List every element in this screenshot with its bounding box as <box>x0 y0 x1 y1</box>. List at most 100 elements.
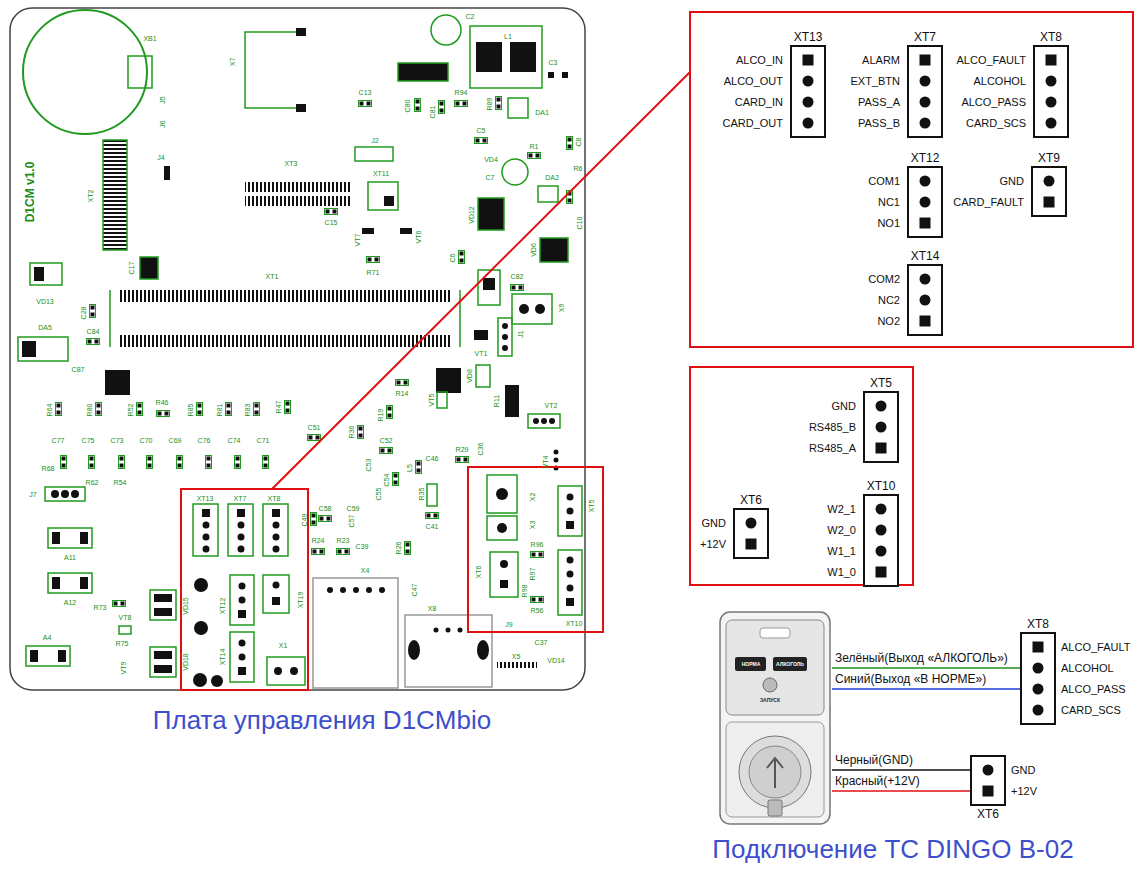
pcb-use <box>197 403 203 416</box>
pcb-circle <box>211 675 223 687</box>
block-title: XT8 <box>1040 30 1062 44</box>
pcb-rect <box>505 385 519 417</box>
part-label: R81 <box>216 404 223 417</box>
wire-label: Красный(+12V) <box>835 774 920 788</box>
pcb-rect <box>362 228 374 234</box>
terminal-block: XT13ALCO_INALCO_OUTCARD_INCARD_OUT <box>790 45 826 138</box>
pcb-circle <box>71 490 79 498</box>
pcb-rect <box>193 504 218 556</box>
pcb-use <box>56 403 62 416</box>
part-label: C2 <box>466 13 475 20</box>
part-label: VD13 <box>36 298 54 305</box>
pcb-use <box>311 513 317 526</box>
part-label: J5 <box>159 96 166 103</box>
terminal-block: XT14COM2NC2NO2 <box>907 264 943 336</box>
block-title: XT9 <box>1038 151 1060 165</box>
block-title: XT14 <box>911 249 940 263</box>
pcb-rect <box>768 800 782 816</box>
pcb-use <box>405 542 411 555</box>
pcb-rect <box>548 72 554 78</box>
part-label: R26 <box>395 542 402 555</box>
pcb-use <box>137 403 143 416</box>
pcb-rect <box>105 370 130 395</box>
figure-caption: Подключение ТС DINGO B-02 <box>712 836 1073 862</box>
part-label: C77 <box>52 437 65 444</box>
terminal-block: XT6GND+12V <box>970 755 1006 806</box>
part-label: X8 <box>428 605 437 612</box>
pcb-rect <box>128 56 152 88</box>
part-label: J1 <box>517 330 524 337</box>
pcb-rect <box>272 509 280 517</box>
part-label: C47 <box>411 584 418 597</box>
pcb-circle <box>51 490 59 498</box>
part-label: C87 <box>72 366 85 373</box>
pin-name: GND <box>1011 764 1035 777</box>
part-label: R14 <box>396 390 409 397</box>
part-label: XB1 <box>143 35 156 42</box>
pin-square <box>1046 55 1057 66</box>
part-label: R36 <box>348 426 355 439</box>
breathalyzer-device: НОРМААЛКОГОЛЬЗАПУСК <box>718 612 832 825</box>
pcb-use <box>426 513 439 519</box>
pcb-circle <box>496 488 508 500</box>
pin-name: COM1 <box>868 175 900 188</box>
part-label: X9 <box>558 304 565 313</box>
pcb-rect <box>296 28 306 36</box>
pcb-rect <box>150 590 176 620</box>
block-title: XT8 <box>1027 617 1049 631</box>
pin-name: ALCO_PASS <box>961 96 1026 109</box>
pcb-circle <box>763 678 777 692</box>
part-label: J2 <box>371 137 378 144</box>
pcb-use <box>61 456 67 469</box>
pcb-rect <box>10 8 585 690</box>
pin-name: CARD_OUT <box>722 117 783 130</box>
pcb-rect <box>181 489 308 690</box>
pcb-path <box>767 758 783 788</box>
pcb-circle <box>554 450 559 455</box>
part-label: C8 <box>575 138 582 147</box>
part-label: XT14 <box>219 649 226 666</box>
pcb-use <box>387 406 393 419</box>
pcb-rect <box>228 504 253 556</box>
pin-circle <box>1046 118 1057 129</box>
pin-circle <box>983 765 994 776</box>
pcb-circle <box>567 557 574 564</box>
part-label: C84 <box>87 328 100 335</box>
part-label: XT6 <box>475 566 482 579</box>
pin-circle <box>920 76 931 87</box>
pcb-rect <box>245 196 350 206</box>
pcb-rect <box>474 330 488 340</box>
pcb-circle <box>366 587 372 593</box>
pin-circle <box>1033 705 1044 716</box>
pcb-use <box>177 456 183 469</box>
part-label: C10 <box>576 217 583 230</box>
pcb-rect <box>540 238 568 262</box>
pcb-rect <box>470 26 542 88</box>
pcb-use <box>147 456 153 469</box>
part-label: D1CM v1.0 <box>24 162 36 223</box>
part-label: R68 <box>42 465 55 472</box>
pcb-circle <box>749 746 801 798</box>
pin-circle <box>803 118 814 129</box>
part-label: R54 <box>114 479 127 486</box>
wire-label: Зелёный(Выход «АЛКОГОЛЬ») <box>835 651 1008 665</box>
pcb-rect <box>490 552 518 597</box>
part-label: R75 <box>116 640 129 647</box>
part-label: C82 <box>511 273 524 280</box>
pcb-rect <box>150 647 176 677</box>
pin-square <box>1033 642 1044 653</box>
pcb-rect <box>164 166 170 180</box>
block-title: XT13 <box>794 30 823 44</box>
pcb-rect <box>510 42 536 72</box>
part-label: C17 <box>128 262 135 275</box>
pcb-use <box>206 456 212 469</box>
part-label: XT11 <box>373 170 389 177</box>
pcb-rect <box>726 620 824 715</box>
wire <box>832 667 1020 669</box>
pin-circle <box>1033 684 1044 695</box>
part-label: C58 <box>319 505 332 512</box>
part-label: C3 <box>549 59 558 66</box>
pcb-use <box>285 401 291 414</box>
part-label: C80 <box>404 100 411 113</box>
pcb-rect <box>478 270 500 305</box>
